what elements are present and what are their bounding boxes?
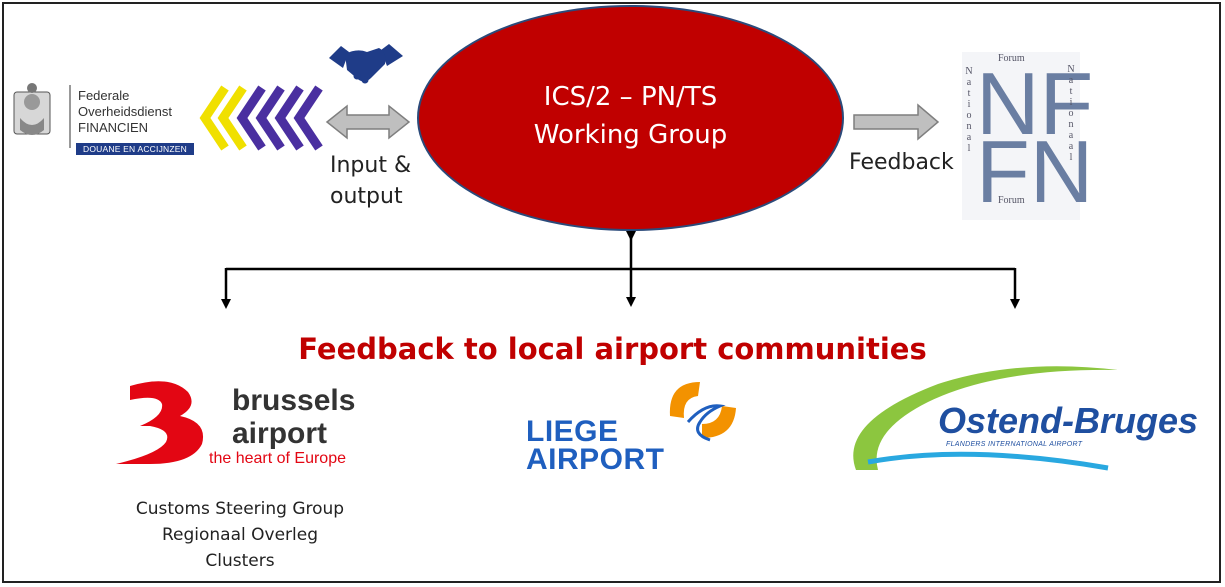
brussels-line2: airport: [232, 417, 328, 450]
liege-swoosh-icon: [669, 382, 736, 442]
working-group-ellipse: [417, 5, 844, 231]
federale-line2: Overheidsdienst: [78, 104, 172, 119]
nffn-vertical-letter: N: [1067, 64, 1075, 75]
nffn-vertical-letter: a: [1068, 75, 1074, 86]
liege-line2: AIRPORT: [526, 443, 665, 476]
brussels-tagline: the heart of Europe: [209, 450, 346, 467]
nffn-vertical-letter: a: [1068, 141, 1074, 152]
liege-line1: LIEGE: [526, 415, 619, 448]
liege-name: LIEGE AIRPORT: [526, 415, 665, 476]
brussels-b-icon: [116, 381, 204, 464]
nffn-vertical-letter: N: [965, 66, 973, 77]
nffn-vertical-letter: a: [966, 132, 972, 143]
nffn-vertical-letter: i: [1069, 97, 1073, 108]
federale-line1: Federale: [78, 88, 130, 103]
input-output-label: Input & output: [330, 150, 430, 212]
nffn-forum-bottom: Forum: [998, 195, 1025, 206]
nffn-vertical-letter: t: [967, 88, 971, 99]
nffn-vertical-letter: n: [966, 121, 972, 132]
coat-of-arms-icon: [13, 83, 51, 135]
nffn-vertical-letter: a: [966, 77, 972, 88]
nffn-vertical-letter: o: [966, 110, 972, 121]
nffn-letters-top: NF: [976, 54, 1094, 153]
working-group-line2: Working Group: [533, 120, 728, 150]
chevron-stripes-icon: [199, 85, 323, 151]
ostend-name: Ostend-Bruges: [938, 400, 1199, 441]
customs-item: Regionaal Overleg: [161, 525, 319, 545]
nffn-vertical-letter: l: [967, 143, 971, 154]
ostend-subtitle: FLANDERS INTERNATIONAL AIRPORT: [946, 441, 1083, 448]
nffn-vertical-letter: t: [1069, 86, 1073, 97]
federale-line3: FINANCIEN: [78, 120, 149, 135]
brussels-name: brussels airport: [232, 384, 355, 450]
customs-item: Clusters: [205, 551, 275, 571]
customs-item: Customs Steering Group: [135, 499, 345, 519]
nffn-vertical-letter: i: [967, 99, 971, 110]
customs-list: Customs Steering Group Regionaal Overleg…: [110, 496, 370, 574]
federale-text: Federale Overheidsdienst FINANCIEN: [78, 88, 172, 136]
ostend-swoosh-icon: [853, 366, 1118, 471]
brussels-line1: brussels: [232, 384, 356, 417]
input-output-arrow: [325, 104, 411, 140]
input-output-line1: Input &: [330, 153, 412, 178]
nffn-vertical-letter: a: [1068, 130, 1074, 141]
nffn-forum-top: Forum: [998, 53, 1025, 64]
nffn-vertical-letter: o: [1068, 108, 1074, 119]
federale-logo: Federale Overheidsdienst FINANCIEN DOUAN…: [0, 70, 340, 185]
feedback-heading: Feedback to local airport communities: [298, 332, 927, 366]
nffn-letters-bottom: FN: [976, 122, 1094, 221]
feedback-arrow: [853, 103, 940, 141]
handshake-icon: [329, 44, 403, 84]
working-group-line1: ICS/2 – PN/TS: [543, 82, 718, 112]
feedback-label: Feedback: [849, 150, 954, 175]
federale-bar: DOUANE EN ACCIJNZEN: [76, 143, 194, 155]
nffn-vertical-letter: n: [1068, 119, 1074, 130]
input-output-line2: output: [330, 184, 403, 209]
federale-graphic: [13, 83, 323, 151]
working-group-label: ICS/2 – PN/TS Working Group: [417, 78, 844, 154]
nffn-vertical-letter: l: [1069, 152, 1073, 163]
